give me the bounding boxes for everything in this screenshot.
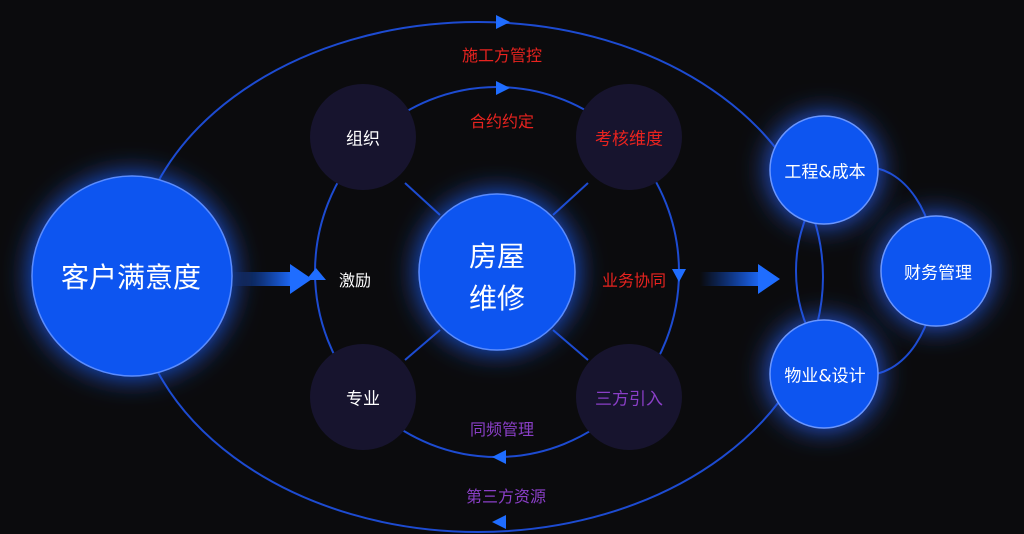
arrow-bottom-outer-icon xyxy=(492,515,506,529)
node-customer-circle xyxy=(31,175,233,377)
label-contract: 合约约定 xyxy=(469,112,535,131)
node-engineering-circle xyxy=(769,115,879,225)
node-third-party-label: 三方引入 xyxy=(595,389,663,410)
node-center-label-line2: 维修 xyxy=(468,282,526,315)
flow-arrow-right-icon xyxy=(700,264,780,294)
arrow-top-outer-icon xyxy=(496,15,510,29)
node-center-label-line1: 房屋 xyxy=(468,240,526,273)
arrow-top-middle-icon xyxy=(496,81,510,95)
arrow-left-middle-icon xyxy=(306,268,326,280)
label-third-party-resources: 第三方资源 xyxy=(465,487,547,506)
spoke-professional xyxy=(404,329,441,361)
arrow-right-middle-icon xyxy=(672,269,686,282)
node-organization-label: 组织 xyxy=(346,129,380,150)
arrow-bottom-middle-icon xyxy=(492,450,506,464)
node-finance-circle xyxy=(880,215,992,327)
label-contractor-control: 施工方管控 xyxy=(461,46,543,65)
node-third-party-circle xyxy=(576,344,682,450)
node-center-circle xyxy=(418,193,576,351)
node-engineering-label: 工程&成本 xyxy=(784,162,866,183)
node-organization-circle xyxy=(310,84,416,190)
node-assessment-label: 考核维度 xyxy=(595,129,663,150)
node-assessment-circle xyxy=(576,84,682,190)
spoke-organization xyxy=(404,182,441,216)
spoke-third-party xyxy=(552,329,589,361)
label-business-collab: 业务协同 xyxy=(601,271,667,290)
node-property-circle xyxy=(769,319,879,429)
node-professional-label: 专业 xyxy=(346,389,380,410)
node-finance-label: 财务管理 xyxy=(904,263,972,284)
node-professional-circle xyxy=(310,344,416,450)
node-property-label: 物业&设计 xyxy=(784,366,866,387)
label-incentive: 激励 xyxy=(338,271,372,290)
flow-arrow-left-icon xyxy=(232,264,312,294)
label-frequency-mgmt: 同频管理 xyxy=(469,420,535,439)
node-customer-label: 客户满意度 xyxy=(60,261,202,294)
spoke-assessment xyxy=(552,182,589,216)
